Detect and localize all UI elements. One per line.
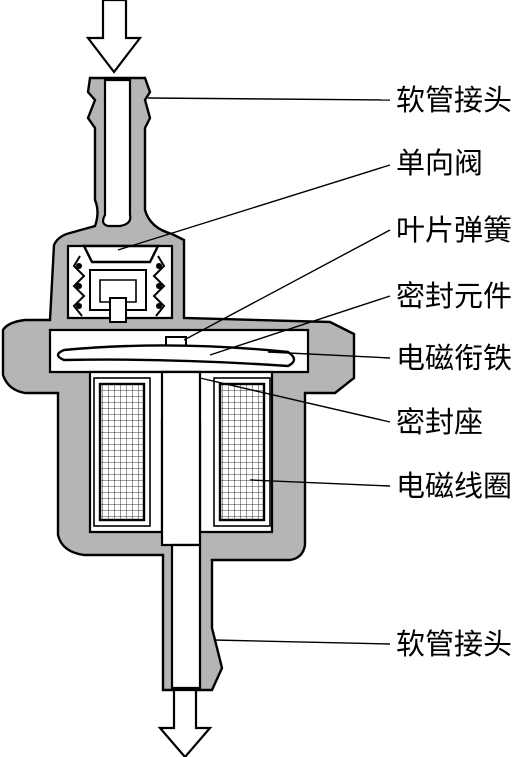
label-solenoid-coil: 电磁线圈 (396, 469, 512, 503)
coil-frame-left (93, 377, 151, 527)
leader-armature (267, 351, 391, 359)
label-hose-connector-bottom: 软管接头 (396, 627, 512, 661)
leader-seal-seat (199, 377, 391, 423)
leaf-spring (72, 255, 166, 317)
leader-hose-top (147, 97, 391, 101)
seal-seat (160, 370, 202, 547)
label-hose-connector-top: 软管接头 (396, 83, 512, 117)
label-check-valve: 单向阀 (396, 146, 483, 180)
label-solenoid-armature: 电磁衔铁 (396, 341, 512, 375)
solenoid-coil-right (218, 382, 266, 522)
check-valve (82, 244, 160, 323)
inlet-flow-arrow (85, 0, 143, 74)
solenoid-coil-left (98, 382, 146, 522)
label-seal-seat: 密封座 (396, 405, 483, 439)
leader-seal-element (209, 295, 391, 356)
leader-coil (249, 479, 391, 487)
outlet-bore (170, 543, 202, 690)
leader-check-valve (117, 164, 391, 251)
outlet-flow-arrow (157, 688, 213, 757)
leader-leaf-spring (183, 229, 391, 341)
inlet-bore (101, 78, 132, 228)
label-leaf-spring: 叶片弹簧 (396, 213, 512, 247)
label-seal-element: 密封元件 (396, 279, 512, 313)
coil-frame-right (213, 377, 271, 527)
leader-hose-bottom (213, 639, 391, 645)
solenoid-armature (56, 344, 296, 368)
spring-dots (76, 263, 162, 309)
